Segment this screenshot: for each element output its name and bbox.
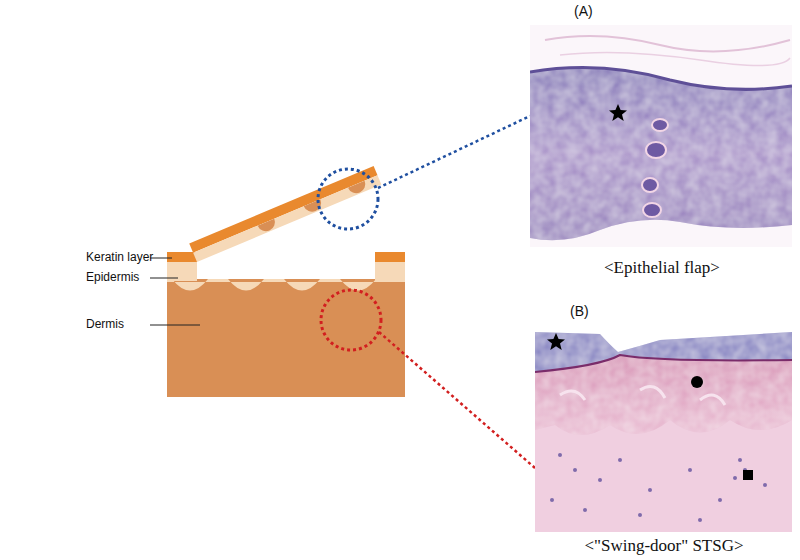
zoom-circle (321, 290, 381, 350)
zoom-circle (318, 169, 378, 229)
circle-marker (691, 376, 703, 388)
layer-label: Epidermis (86, 271, 139, 285)
rete-ridges (167, 279, 405, 291)
panel-tag: (A) (574, 3, 593, 19)
layer-label: Dermis (86, 318, 124, 332)
square-marker (743, 470, 753, 480)
panel-caption: <Epithelial flap> (604, 258, 720, 278)
keratin-strip (167, 252, 197, 262)
dermis-block (167, 279, 405, 397)
leader-line (150, 325, 200, 326)
zoom-line (379, 332, 535, 468)
panel-tag: (B) (570, 303, 589, 319)
panel-caption: <"Swing-door" STSG> (584, 536, 743, 556)
star-marker (609, 104, 627, 121)
epithelial-flap (189, 166, 381, 262)
zoom-line (378, 116, 530, 188)
skin-schematic (150, 116, 535, 468)
leader-line (150, 278, 178, 279)
histology-panel (530, 25, 792, 247)
histology-panel (535, 326, 792, 532)
layer-label: Keratin layer (86, 251, 153, 265)
star-marker (547, 333, 565, 350)
